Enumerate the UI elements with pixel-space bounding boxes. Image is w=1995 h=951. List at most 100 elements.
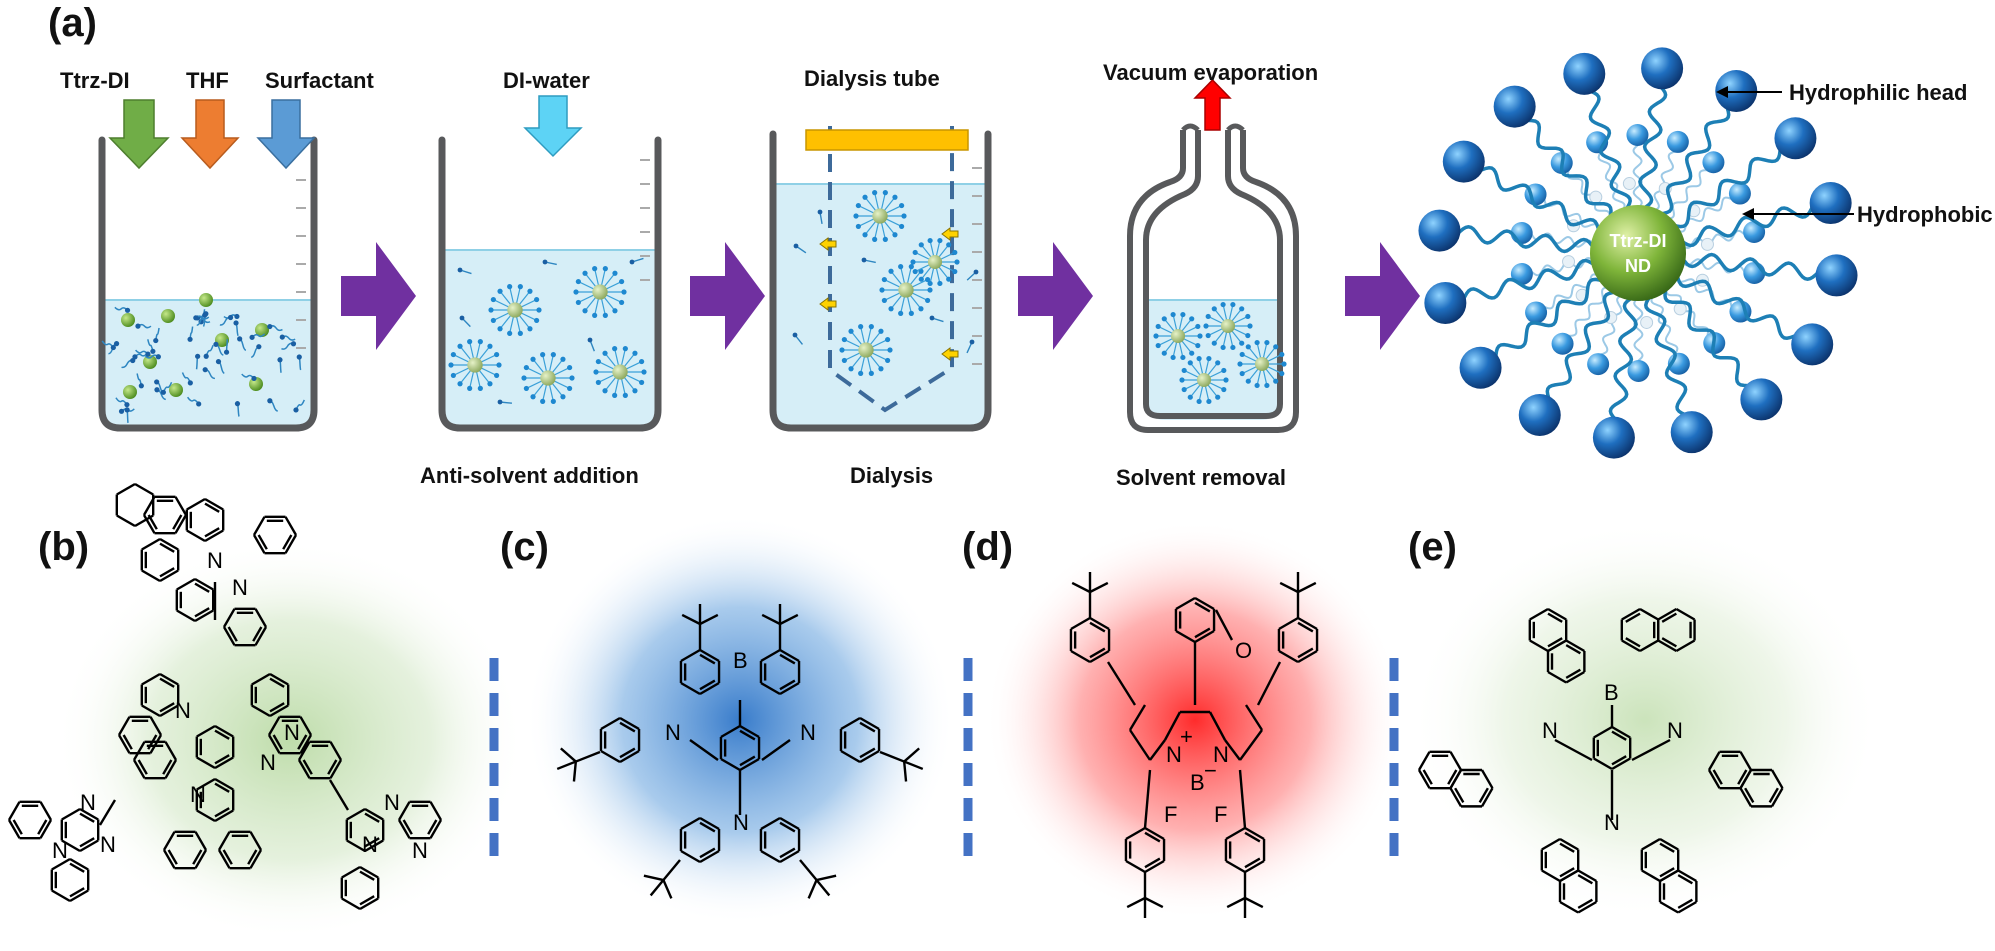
free-surfactant-head xyxy=(542,259,548,265)
surfactant-head xyxy=(249,334,255,340)
hydrophilic-head-label: Hydrophilic head xyxy=(1789,80,1967,105)
vacuum-label: Vacuum evaporation xyxy=(1103,60,1318,85)
atom-plus: + xyxy=(1180,724,1193,749)
molecule-particles xyxy=(101,293,305,424)
surfactant-head xyxy=(293,407,299,413)
surfactant-molecule xyxy=(115,397,128,406)
surfactant-head-small xyxy=(1587,353,1610,376)
ttrz-molecule xyxy=(121,313,135,327)
free-surfactant-head xyxy=(793,243,799,249)
nanodot-core: Ttrz-DI ND xyxy=(1590,205,1686,301)
surfactant-molecule xyxy=(295,399,305,411)
surfactant-tail xyxy=(1443,258,1597,310)
ttrz-molecule xyxy=(169,383,183,397)
surfactant-head xyxy=(233,320,239,326)
atom-n: N xyxy=(80,790,96,815)
surfactant-head-small xyxy=(1626,124,1649,147)
atom-n: N xyxy=(190,782,206,807)
surfactant-molecule xyxy=(135,349,149,355)
surfactant-tail xyxy=(1633,297,1644,372)
atom-minus: − xyxy=(1204,758,1217,783)
nanodot-schematic xyxy=(1418,47,1858,459)
surfactant-molecule xyxy=(101,340,114,349)
surfactant-tail xyxy=(1652,140,1681,212)
surfactant-head-large xyxy=(1424,281,1467,324)
surfactant-tail xyxy=(1658,89,1738,216)
solvent-dot xyxy=(1700,237,1714,251)
surfactant-head xyxy=(234,401,241,407)
atom-b: B xyxy=(1604,680,1619,705)
free-surfactant-head xyxy=(817,209,823,215)
surfactant-head xyxy=(215,358,222,365)
nanodot-particle xyxy=(853,190,907,242)
surfactant-head-large xyxy=(1459,346,1502,389)
surfactant-tail xyxy=(1520,228,1595,248)
surfactant-tail xyxy=(1632,134,1643,209)
nanodot-particle xyxy=(879,264,933,316)
surfactant-head-small xyxy=(1728,182,1751,205)
surfactant-head xyxy=(256,344,262,350)
surfactant-head xyxy=(130,357,136,364)
surfactant-head xyxy=(145,351,151,357)
nanodot-particle xyxy=(910,237,960,287)
surfactant-head-small xyxy=(1551,332,1574,355)
atom-n: N xyxy=(800,720,816,745)
surfactant-tail xyxy=(1665,286,1716,344)
solvent-dot xyxy=(1589,190,1603,204)
surfactant-head xyxy=(113,341,120,347)
nanodot-particle xyxy=(1237,339,1287,389)
surfactant-head-small xyxy=(1525,301,1548,324)
surfactant-head-small xyxy=(1702,151,1725,174)
atom-n: N xyxy=(1213,742,1229,767)
surfactant-head xyxy=(110,344,116,351)
surfactant-tail xyxy=(1680,252,1839,281)
surfactant-molecule xyxy=(134,352,148,358)
tube-cap xyxy=(805,129,969,151)
panel-label-e: (e) xyxy=(1408,525,1457,569)
surfactant-head xyxy=(237,336,243,342)
ttrz-molecule xyxy=(255,323,269,337)
nanodot-particles xyxy=(448,257,647,405)
surfactant-molecule xyxy=(251,333,266,338)
surfactant-head xyxy=(196,401,202,407)
surfactant-tail xyxy=(1437,225,1596,254)
atom-n: N xyxy=(1166,742,1182,767)
solvent-dot xyxy=(1622,177,1636,191)
surfactant-tail xyxy=(1675,273,1814,347)
atom-b: B xyxy=(1190,770,1205,795)
water-label: DI-water xyxy=(503,68,590,93)
surfactant-head xyxy=(187,336,193,342)
surfactant-tail xyxy=(1681,229,1756,250)
surfactant-molecule xyxy=(162,381,173,393)
surfactant-tail xyxy=(1608,295,1638,440)
surfactant-head-small xyxy=(1743,261,1766,284)
surfactant-head xyxy=(251,375,257,382)
panel-label-b: (b) xyxy=(38,525,89,569)
flask xyxy=(1127,123,1299,433)
surfactant-molecule xyxy=(205,344,214,357)
beaker-2 xyxy=(438,136,662,432)
nanodot-particle xyxy=(488,284,542,336)
ttrz-input-arrow xyxy=(108,99,170,170)
solvent-dot xyxy=(1673,302,1687,316)
surfactant-tail xyxy=(1663,286,1764,402)
surfactant-head xyxy=(153,337,159,344)
glow-b xyxy=(55,540,525,940)
surfactant-head-small xyxy=(1510,263,1533,286)
molecule-bodipy xyxy=(1069,572,1319,918)
free-surfactant-head xyxy=(861,257,867,263)
surfactant-molecule xyxy=(155,327,160,341)
water-input-arrow xyxy=(523,95,583,158)
surfactant-molecule xyxy=(186,396,200,405)
panel-label-d: (d) xyxy=(962,525,1013,569)
molecule-ttrz-di xyxy=(7,482,443,911)
free-surfactant-head xyxy=(929,315,935,321)
surfactant-tail xyxy=(1638,66,1668,211)
nanodot-particle xyxy=(448,339,502,391)
surfactant-tail xyxy=(1538,290,1618,417)
surfactant-input-arrow xyxy=(256,99,316,170)
core-label-1: Ttrz-DI xyxy=(1610,231,1667,251)
surfactant-head-large xyxy=(1815,254,1858,297)
surfactant-head xyxy=(124,307,131,313)
